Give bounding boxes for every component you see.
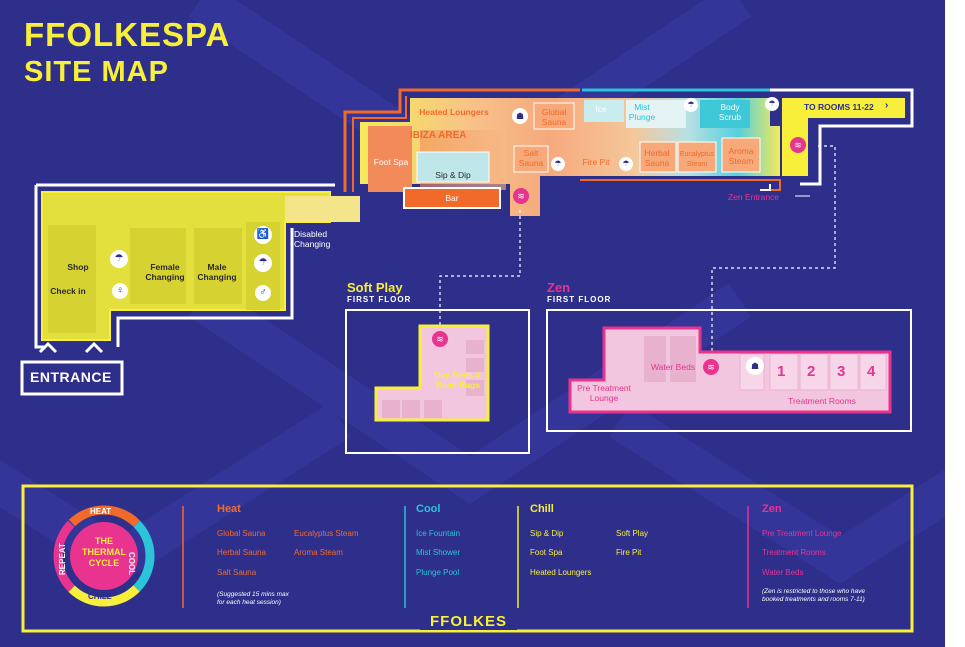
- bar-counter: [403, 187, 501, 209]
- global-sauna-label: Global Sauna: [541, 107, 567, 127]
- legend-cool-item: Mist Shower: [416, 548, 461, 557]
- check-in-label: Check in: [50, 286, 86, 296]
- salt-sauna-label: Salt Sauna: [518, 148, 544, 168]
- legend-frame: [21, 484, 914, 633]
- title-line1: FFOLKESPA: [24, 16, 231, 53]
- legend-chill-title: Chill: [530, 503, 554, 515]
- stairs-icon-3: ≋: [432, 331, 448, 347]
- herbal-sauna-label: Herbal Sauna: [644, 148, 670, 168]
- heated-loungers-label: Heated Loungers: [419, 107, 489, 117]
- pre-treatment-lounge-label: Pre Treatment Lounge: [577, 383, 631, 403]
- zen-entrance-label: Zen Entrance: [728, 192, 780, 202]
- legend-heat-item: Eucalyptus Steam: [294, 529, 359, 538]
- legend-chill-item: Fire Pit: [616, 548, 642, 557]
- shower-icon-4: ☂: [619, 157, 633, 171]
- arrow-right-icon: ›: [885, 100, 889, 111]
- male-icon: ♂: [255, 285, 271, 301]
- soft-play-zone: [374, 324, 490, 422]
- entrance-box: [20, 360, 124, 396]
- fire-pit-label: Fire Pit: [582, 157, 610, 167]
- cycle-cool: COOL: [127, 552, 136, 576]
- stairs-icon-2: ≋: [790, 137, 806, 153]
- mist-plunge-label: Mist Plunge: [628, 102, 656, 122]
- legend-heat-item: Salt Sauna: [217, 568, 257, 577]
- room-1: 1: [777, 363, 786, 380]
- room-3: 3: [837, 363, 846, 380]
- soft-play-floor: FIRST FLOOR: [347, 295, 412, 304]
- corridor: [285, 196, 360, 222]
- ibiza-area-label: IBIZA AREA: [410, 130, 467, 141]
- shower-icon-2: ☂: [254, 254, 272, 272]
- sip-dip-label: Sip & Dip: [435, 170, 471, 180]
- zen-title: Zen: [547, 280, 571, 295]
- shower-icon-6: ☂: [765, 97, 779, 111]
- ice-label: Ice: [595, 104, 607, 114]
- female-changing-label: Female Changing: [145, 262, 185, 282]
- treatment-rooms-label: Treatment Rooms: [788, 396, 856, 406]
- legend-chill-item: Foot Spa: [530, 548, 563, 557]
- foot-spa-zone: [368, 126, 412, 192]
- cycle-heat: HEAT: [90, 507, 112, 516]
- foot-spa-label: Foot Spa: [373, 157, 409, 167]
- legend-zen-item: Treatment Rooms: [762, 548, 826, 557]
- brand-logo: FFOLKES: [420, 613, 517, 630]
- male-changing-label: Male Changing: [197, 262, 237, 282]
- female-icon: ♀: [112, 283, 128, 299]
- stairs-icon-4: ≋: [703, 359, 719, 375]
- legend-cool-item: Plunge Pool: [416, 568, 460, 577]
- thermal-cycle-label: THE THERMAL CYCLE: [82, 536, 126, 568]
- shop-label: Shop: [67, 262, 89, 272]
- legend-chill-item: Sip & Dip: [530, 529, 564, 538]
- zen-floor: FIRST FLOOR: [547, 295, 612, 304]
- legend-zen-item: Water Beds: [762, 568, 804, 577]
- cycle-repeat: REPEAT: [58, 543, 67, 575]
- legend-heat-item: Global Sauna: [217, 529, 266, 538]
- day-beds-label: Day Beds & Bean Bags: [434, 370, 482, 390]
- legend-cool-item: Ice Fountain: [416, 529, 461, 538]
- title-line2: SITE MAP: [24, 56, 169, 88]
- legend-zen-note: (Zen is restricted to those who have boo…: [762, 588, 865, 603]
- legend-chill-item: Heated Loungers: [530, 568, 592, 577]
- legend-heat-title: Heat: [217, 503, 241, 515]
- stairs-icon: ≋: [513, 188, 529, 204]
- body-scrub-label: Body Scrub: [718, 102, 742, 122]
- legend-heat-item: Aroma Steam: [294, 548, 343, 557]
- legend-zen-title: Zen: [762, 503, 782, 515]
- to-rooms-corridor: [782, 98, 905, 176]
- legend-heat-note: (Suggested 15 mins max for each heat ses…: [217, 591, 289, 606]
- shower-icon-5: ☂: [684, 98, 698, 112]
- entrance-label: ENTRANCE: [30, 369, 112, 385]
- toilet-icon: ☗: [746, 357, 764, 375]
- aroma-steam-label: Aroma Steam: [728, 146, 754, 166]
- wheelchair-icon: ♿: [254, 226, 272, 244]
- sip-dip-pool: [416, 151, 490, 183]
- soft-play-title: Soft Play: [347, 280, 403, 295]
- bar-label: Bar: [445, 193, 459, 203]
- room-4: 4: [867, 363, 876, 380]
- lockers-icon: ☗: [512, 108, 528, 124]
- shower-icon: ☂: [110, 250, 128, 268]
- disabled-changing-label: Disabled Changing: [294, 229, 331, 249]
- water-beds-label: Water Beds: [650, 362, 696, 372]
- eucalyptus-steam-label: Eucalyptus Steam: [679, 151, 715, 168]
- legend-cool-title: Cool: [416, 503, 441, 515]
- cycle-chill: CHILL: [88, 592, 112, 601]
- legend-chill-item: Soft Play: [616, 529, 649, 538]
- shower-icon-3: ☂: [551, 157, 565, 171]
- room-2: 2: [807, 363, 816, 380]
- legend-zen-item: Pre Treatment Lounge: [762, 529, 842, 538]
- to-rooms-label: TO ROOMS 11-22: [804, 102, 874, 112]
- site-map-poster: FFOLKESPA SITE MAP: [0, 0, 945, 647]
- legend-heat-item: Herbal Sauna: [217, 548, 266, 557]
